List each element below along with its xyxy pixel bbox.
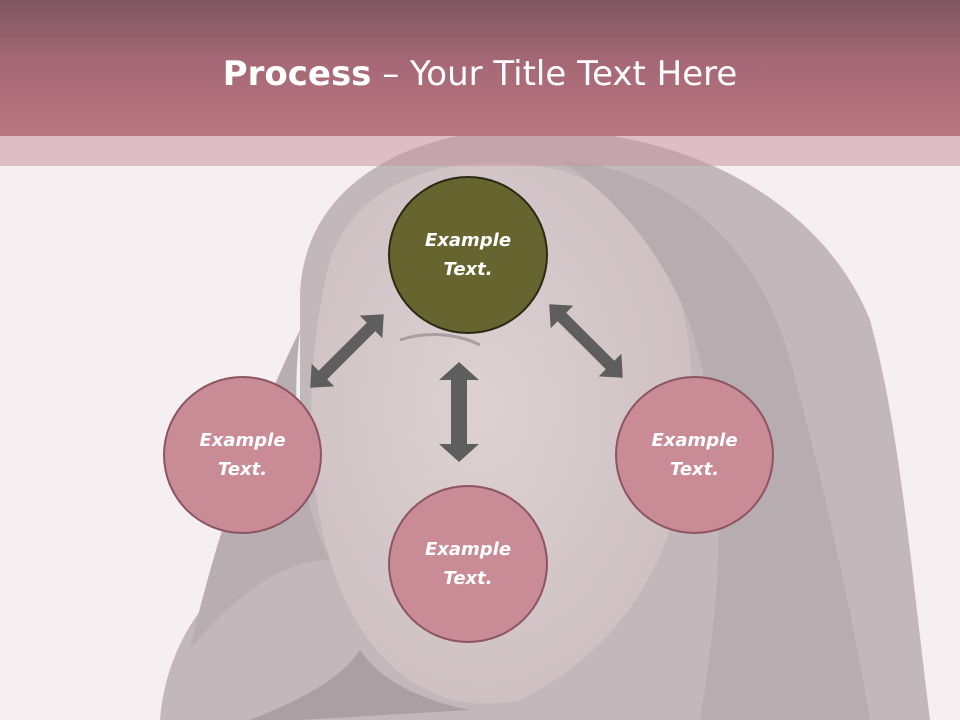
title-bar-band: [0, 136, 960, 166]
double-arrow-vertical: [439, 362, 479, 462]
node-line1: Example: [199, 430, 286, 451]
node-line1: Example: [424, 230, 512, 251]
node-line1: Example: [651, 430, 738, 451]
double-arrow-left: [310, 314, 384, 388]
node-line2: Text.: [443, 568, 493, 589]
node-line2: Text.: [217, 459, 268, 480]
double-arrow-right: [549, 304, 623, 378]
slide-title-rest: – Your Title Text Here: [371, 54, 738, 94]
node-line2: Text.: [669, 459, 720, 480]
node-line1: Example: [424, 539, 512, 560]
title-bar: [0, 0, 960, 136]
slide-title[interactable]: Process – Your Title Text Here: [0, 52, 960, 96]
slide-title-bold: Process: [222, 54, 372, 94]
node-line2: Text.: [443, 259, 493, 280]
